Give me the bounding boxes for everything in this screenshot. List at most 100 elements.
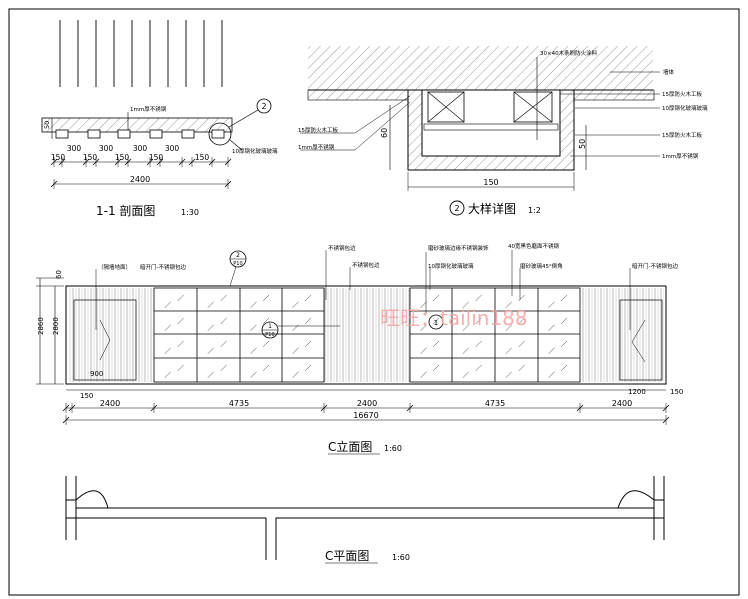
section-dim-9: 150	[195, 153, 210, 162]
elevation-bubble-b-bottom: P10	[265, 332, 274, 338]
section-bubble-number: 2	[261, 102, 266, 111]
elevation-callout-2: 暗开门-不锈钢包边	[140, 263, 186, 271]
glass-reflection-mark	[548, 301, 555, 308]
glass-reflection-mark	[560, 317, 568, 325]
detail-label-top: 30×40木条刷防火涂料	[540, 49, 598, 57]
detail-title-bubble	[449, 200, 465, 216]
glass-reflection-mark	[292, 371, 299, 378]
glass-reflection-mark	[462, 301, 469, 308]
elevation-wood-left	[68, 288, 154, 382]
detail-title: 大样详图	[468, 201, 516, 216]
glass-reflection-mark	[505, 371, 512, 378]
elevation-glass-reflections	[164, 294, 568, 378]
glass-reflection-mark	[262, 294, 270, 302]
glass-reflection-mark	[505, 301, 512, 308]
detail-board-left	[307, 89, 409, 101]
elevation-bubble-b-top: 1	[268, 323, 272, 330]
plan-partition-bottom	[108, 517, 618, 560]
elevation-wood-right	[580, 288, 664, 382]
detail-dim-bottom: 150	[483, 178, 498, 187]
glass-reflection-mark	[177, 340, 184, 348]
detail-label-wall: 墙体	[663, 68, 675, 76]
glass-reflection-mark	[518, 340, 525, 348]
elevation-callout-leaders	[95, 250, 631, 330]
elevation-dim-2: 4735	[229, 399, 249, 408]
section-label-stainless: 1mm厚不锈钢	[130, 105, 167, 113]
detail-2: 30×40木条刷防火涂料 墙体 15厚防火木工板 10厚钢化玻璃玻璃 15厚防火…	[298, 46, 708, 216]
plan-wall-left	[65, 476, 77, 540]
glass-reflection-mark	[262, 317, 270, 325]
glass-reflection-mark	[207, 371, 214, 378]
glass-reflection-mark	[518, 317, 525, 325]
glass-reflection-mark	[207, 301, 214, 308]
elevation-callout-1: （隔墙地面）	[98, 263, 131, 271]
glass-reflection-mark	[250, 347, 257, 354]
elevation-dim-4: 4735	[485, 399, 505, 408]
section-dim-2: 300	[67, 144, 82, 153]
section-dim-height: 50	[43, 121, 51, 129]
glass-reflection-mark	[292, 301, 299, 308]
glass-reflection-mark	[475, 317, 482, 325]
glass-reflection-mark	[475, 340, 482, 348]
glass-reflection-mark	[304, 294, 312, 302]
glass-reflection-mark	[548, 324, 555, 331]
detail-label-left-2: 1mm厚不锈钢	[298, 143, 335, 151]
detail-dim-right: 50	[578, 139, 587, 149]
glass-reflection-mark	[250, 371, 257, 378]
glass-reflection-mark	[560, 294, 568, 302]
glass-reflection-mark	[420, 301, 427, 308]
detail-label-right-1: 15厚防火木工板	[662, 90, 702, 98]
glass-reflection-mark	[560, 364, 568, 372]
glass-reflection-mark	[518, 364, 525, 372]
section-dim-5: 150	[115, 153, 130, 162]
glass-reflection-mark	[220, 317, 227, 325]
plan-scale: 1:60	[392, 553, 410, 562]
elevation-dim-5: 2400	[612, 399, 632, 408]
glass-reflection-mark	[432, 317, 440, 325]
elevation-dim-left-1: 60	[55, 270, 63, 279]
glass-reflection-mark	[164, 347, 171, 354]
section-dim-1: 150	[51, 153, 66, 162]
elevation-dim-left-2: 2860	[37, 317, 45, 335]
elevation-bubble-a-bottom: P10	[233, 261, 242, 267]
elevation-door-left-swing	[99, 319, 111, 361]
elevation-door-right-swing	[631, 319, 646, 363]
glass-reflection-mark	[304, 317, 312, 325]
glass-reflection-mark	[304, 364, 312, 372]
glass-reflection-mark	[432, 364, 440, 372]
elevation-outline	[65, 285, 667, 385]
glass-reflection-mark	[548, 371, 555, 378]
detail-label-right-3: 15厚防火木工板	[662, 131, 702, 139]
glass-reflection-mark	[250, 324, 257, 331]
glass-reflection-mark	[304, 340, 312, 348]
elevation-callout-8: 磨砂玻璃45°倒角	[520, 262, 563, 270]
section-scale: 1:30	[181, 208, 199, 217]
detail-u-channel	[407, 89, 575, 171]
elevation-title: C立面图	[328, 439, 372, 454]
glass-reflection-mark	[548, 347, 555, 354]
elevation-bubble-c	[428, 314, 444, 330]
elevation-glass-right	[409, 287, 581, 383]
elevation-dim-left-small: 150	[80, 392, 93, 400]
plan-jamb-right	[618, 499, 664, 519]
glass-reflection-mark	[177, 317, 184, 325]
section-dim-total: 2400	[130, 175, 150, 184]
section-dim-ticks	[50, 157, 232, 189]
section-dim-4: 300	[99, 144, 114, 153]
section-slats	[59, 20, 223, 87]
glass-reflection-mark	[177, 364, 184, 372]
glass-reflection-mark	[164, 324, 171, 331]
elevation-callout-9: 暗开门-不锈钢包边	[632, 262, 678, 270]
plan-door-left	[75, 490, 109, 509]
detail-label-right-2: 10厚钢化玻璃玻璃	[662, 104, 708, 112]
detail-title-bubble-number: 2	[454, 204, 459, 213]
glass-reflection-mark	[505, 347, 512, 354]
elevation-callout-6: 10厚钢化玻璃玻璃	[428, 262, 474, 270]
detail-scale: 1:2	[528, 206, 541, 215]
glass-reflection-mark	[462, 324, 469, 331]
elevation-dim-door-right: 1200	[628, 388, 646, 396]
glass-reflection-mark	[164, 371, 171, 378]
elevation-dim-right-small: 150	[670, 388, 683, 396]
glass-reflection-mark	[207, 347, 214, 354]
section-dim-8: 300	[165, 144, 180, 153]
